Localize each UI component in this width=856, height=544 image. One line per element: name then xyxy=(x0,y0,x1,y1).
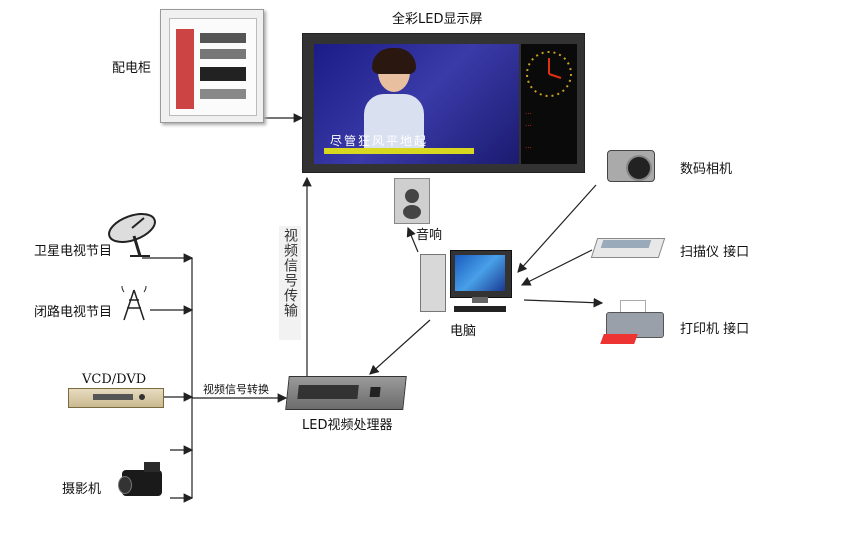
satellite-dish-image xyxy=(104,212,160,258)
computer-label: 电脑 xyxy=(450,324,477,339)
computer-image xyxy=(420,250,520,320)
screen-side-panel: ... ... ... xyxy=(521,44,577,164)
dvd-player-image xyxy=(68,388,164,408)
led-display-screen: 尽管狂风平地起 ... ... ... xyxy=(302,33,585,173)
side-text-2: ... xyxy=(525,120,532,128)
video-transmission-label: 视频信号传输 xyxy=(279,226,301,340)
side-text-1: ... xyxy=(525,108,532,116)
camcorder-image xyxy=(118,460,170,500)
singer-figure xyxy=(364,48,424,152)
side-text-3: ... xyxy=(525,142,532,150)
digital-camera-image xyxy=(607,150,655,182)
scanner-label: 扫描仪 接口 xyxy=(680,245,750,260)
video-convert-label: 视频信号转换 xyxy=(203,383,269,396)
power-cabinet-image xyxy=(160,9,264,123)
speaker-image xyxy=(394,178,430,224)
screen-subtitle: 尽管狂风平地起 xyxy=(330,134,429,148)
clock-icon xyxy=(526,51,572,97)
printer-image xyxy=(600,300,664,346)
printer-label: 打印机 接口 xyxy=(680,322,750,337)
satellite-tv-label: 卫星电视节目 xyxy=(34,244,113,259)
vcd-dvd-label: VCD/DVD xyxy=(82,372,147,387)
camera-label: 数码相机 xyxy=(680,162,733,177)
led-processor-image xyxy=(285,376,407,410)
cctv-antenna-image xyxy=(118,283,150,322)
scanner-image xyxy=(590,230,666,260)
led-processor-label: LED视频处理器 xyxy=(302,418,393,433)
camcorder-label: 摄影机 xyxy=(62,482,102,497)
screen-video-area: 尽管狂风平地起 xyxy=(314,44,519,164)
cctv-label: 闭路电视节目 xyxy=(34,305,113,320)
led-screen-label: 全彩LED显示屏 xyxy=(392,12,483,27)
speaker-label: 音响 xyxy=(416,228,443,243)
power-cabinet-label: 配电柜 xyxy=(112,61,152,76)
